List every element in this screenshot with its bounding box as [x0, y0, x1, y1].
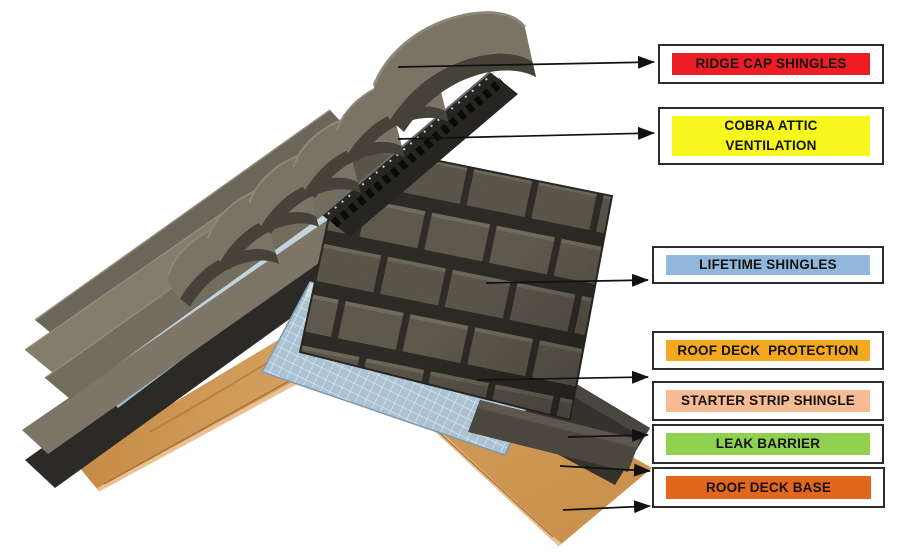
lifetime-shingles-left-course: [22, 210, 360, 454]
arrow-roof-deck-protection: [476, 370, 649, 384]
callout-leak-barrier: LEAK BARRIER: [652, 424, 884, 464]
callout-label: STARTER STRIP SHINGLE: [666, 390, 870, 412]
arrow-leak-barrier: [559, 463, 651, 477]
callout-cobra-attic-ventilation: COBRA ATTIC VENTILATION: [658, 107, 884, 165]
callout-lifetime-shingles: LIFETIME SHINGLES: [652, 246, 884, 284]
callout-label: ROOF DECK BASE: [666, 476, 871, 499]
callout-starter-strip-shingle: STARTER STRIP SHINGLE: [652, 381, 884, 421]
callout-label: ROOF DECK PROTECTION: [666, 340, 870, 361]
callout-label: COBRA ATTIC VENTILATION: [672, 116, 870, 156]
arrow-roof-deck-base: [562, 500, 651, 514]
callout-label: LIFETIME SHINGLES: [666, 255, 870, 275]
callout-label: RIDGE CAP SHINGLES: [672, 53, 870, 75]
arrow-lifetime-shingles: [485, 273, 649, 287]
callout-label: LEAK BARRIER: [666, 433, 870, 455]
callout-roof-deck-base: ROOF DECK BASE: [652, 467, 885, 508]
arrow-cobra-attic-vent: [397, 126, 655, 140]
callout-ridge-cap-shingles: RIDGE CAP SHINGLES: [658, 44, 884, 84]
callout-roof-deck-protection: ROOF DECK PROTECTION: [652, 331, 884, 370]
arrow-ridge-cap-shingles: [397, 55, 655, 69]
arrow-starter-strip: [567, 428, 649, 442]
